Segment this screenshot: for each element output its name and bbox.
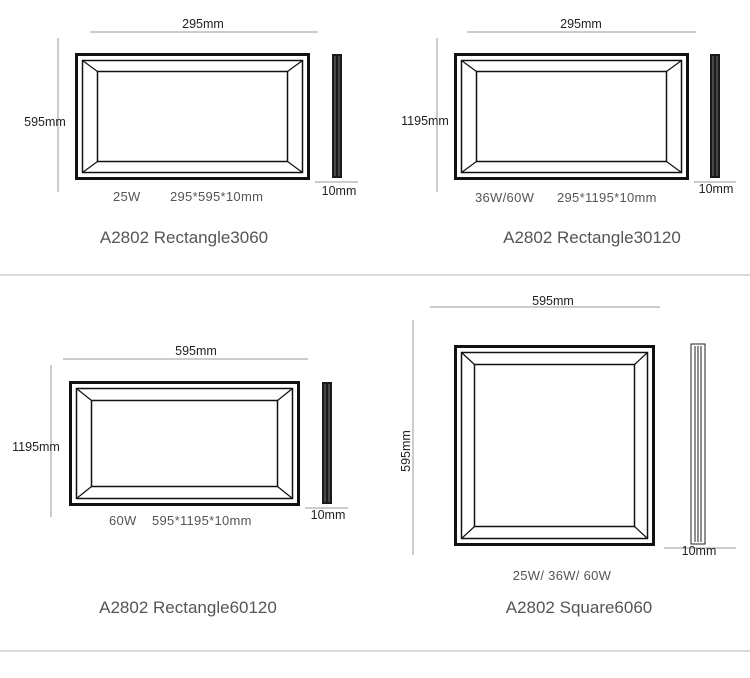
panel-front-view [454, 345, 655, 546]
panel-square6060: 595mm 595mm 10mm 25W/ 36W/ 60W A2802 Squ… [399, 294, 736, 617]
panel-rectangle60120: 595mm 1195mm 10mm 60W 595*1195*10mm A280… [12, 344, 348, 617]
depth-label: 10mm [322, 184, 357, 198]
depth-label: 10mm [311, 508, 346, 522]
model-name: A2802 Rectangle60120 [99, 598, 277, 617]
depth-label: 10mm [699, 182, 734, 196]
panel-front-view [75, 53, 310, 180]
width-label: 295mm [182, 17, 224, 31]
power-spec: 36W/60W [475, 190, 535, 205]
height-label: 1195mm [12, 440, 60, 454]
height-label: 595mm [24, 115, 66, 129]
panel-rectangle30120: 295mm 1195mm 10mm 36W/60W 295*1195*10mm … [401, 17, 736, 247]
panel-side-view [710, 54, 720, 178]
height-label: 595mm [399, 430, 413, 472]
size-spec: 295*1195*10mm [557, 190, 657, 205]
width-label: 595mm [175, 344, 217, 358]
power-spec: 25W [113, 189, 141, 204]
power-spec: 60W [109, 513, 137, 528]
panel-rectangle3060: 295mm 595mm 10mm 25W 295*595*10mm A2802 … [24, 17, 358, 247]
panel-front-view [454, 53, 689, 180]
model-name: A2802 Rectangle3060 [100, 228, 268, 247]
model-name: A2802 Square6060 [506, 598, 653, 617]
power-spec: 25W/ 36W/ 60W [513, 568, 612, 583]
size-spec: 595*1195*10mm [152, 513, 252, 528]
height-label: 1195mm [401, 114, 449, 128]
panel-front-view [69, 381, 300, 506]
panel-side-view [322, 382, 332, 504]
panel-side-view [690, 343, 706, 545]
depth-label: 10mm [682, 544, 717, 558]
model-name: A2802 Rectangle30120 [503, 228, 681, 247]
size-spec: 295*595*10mm [170, 189, 263, 204]
width-label: 595mm [532, 294, 574, 308]
panel-side-view [332, 54, 342, 178]
width-label: 295mm [560, 17, 602, 31]
